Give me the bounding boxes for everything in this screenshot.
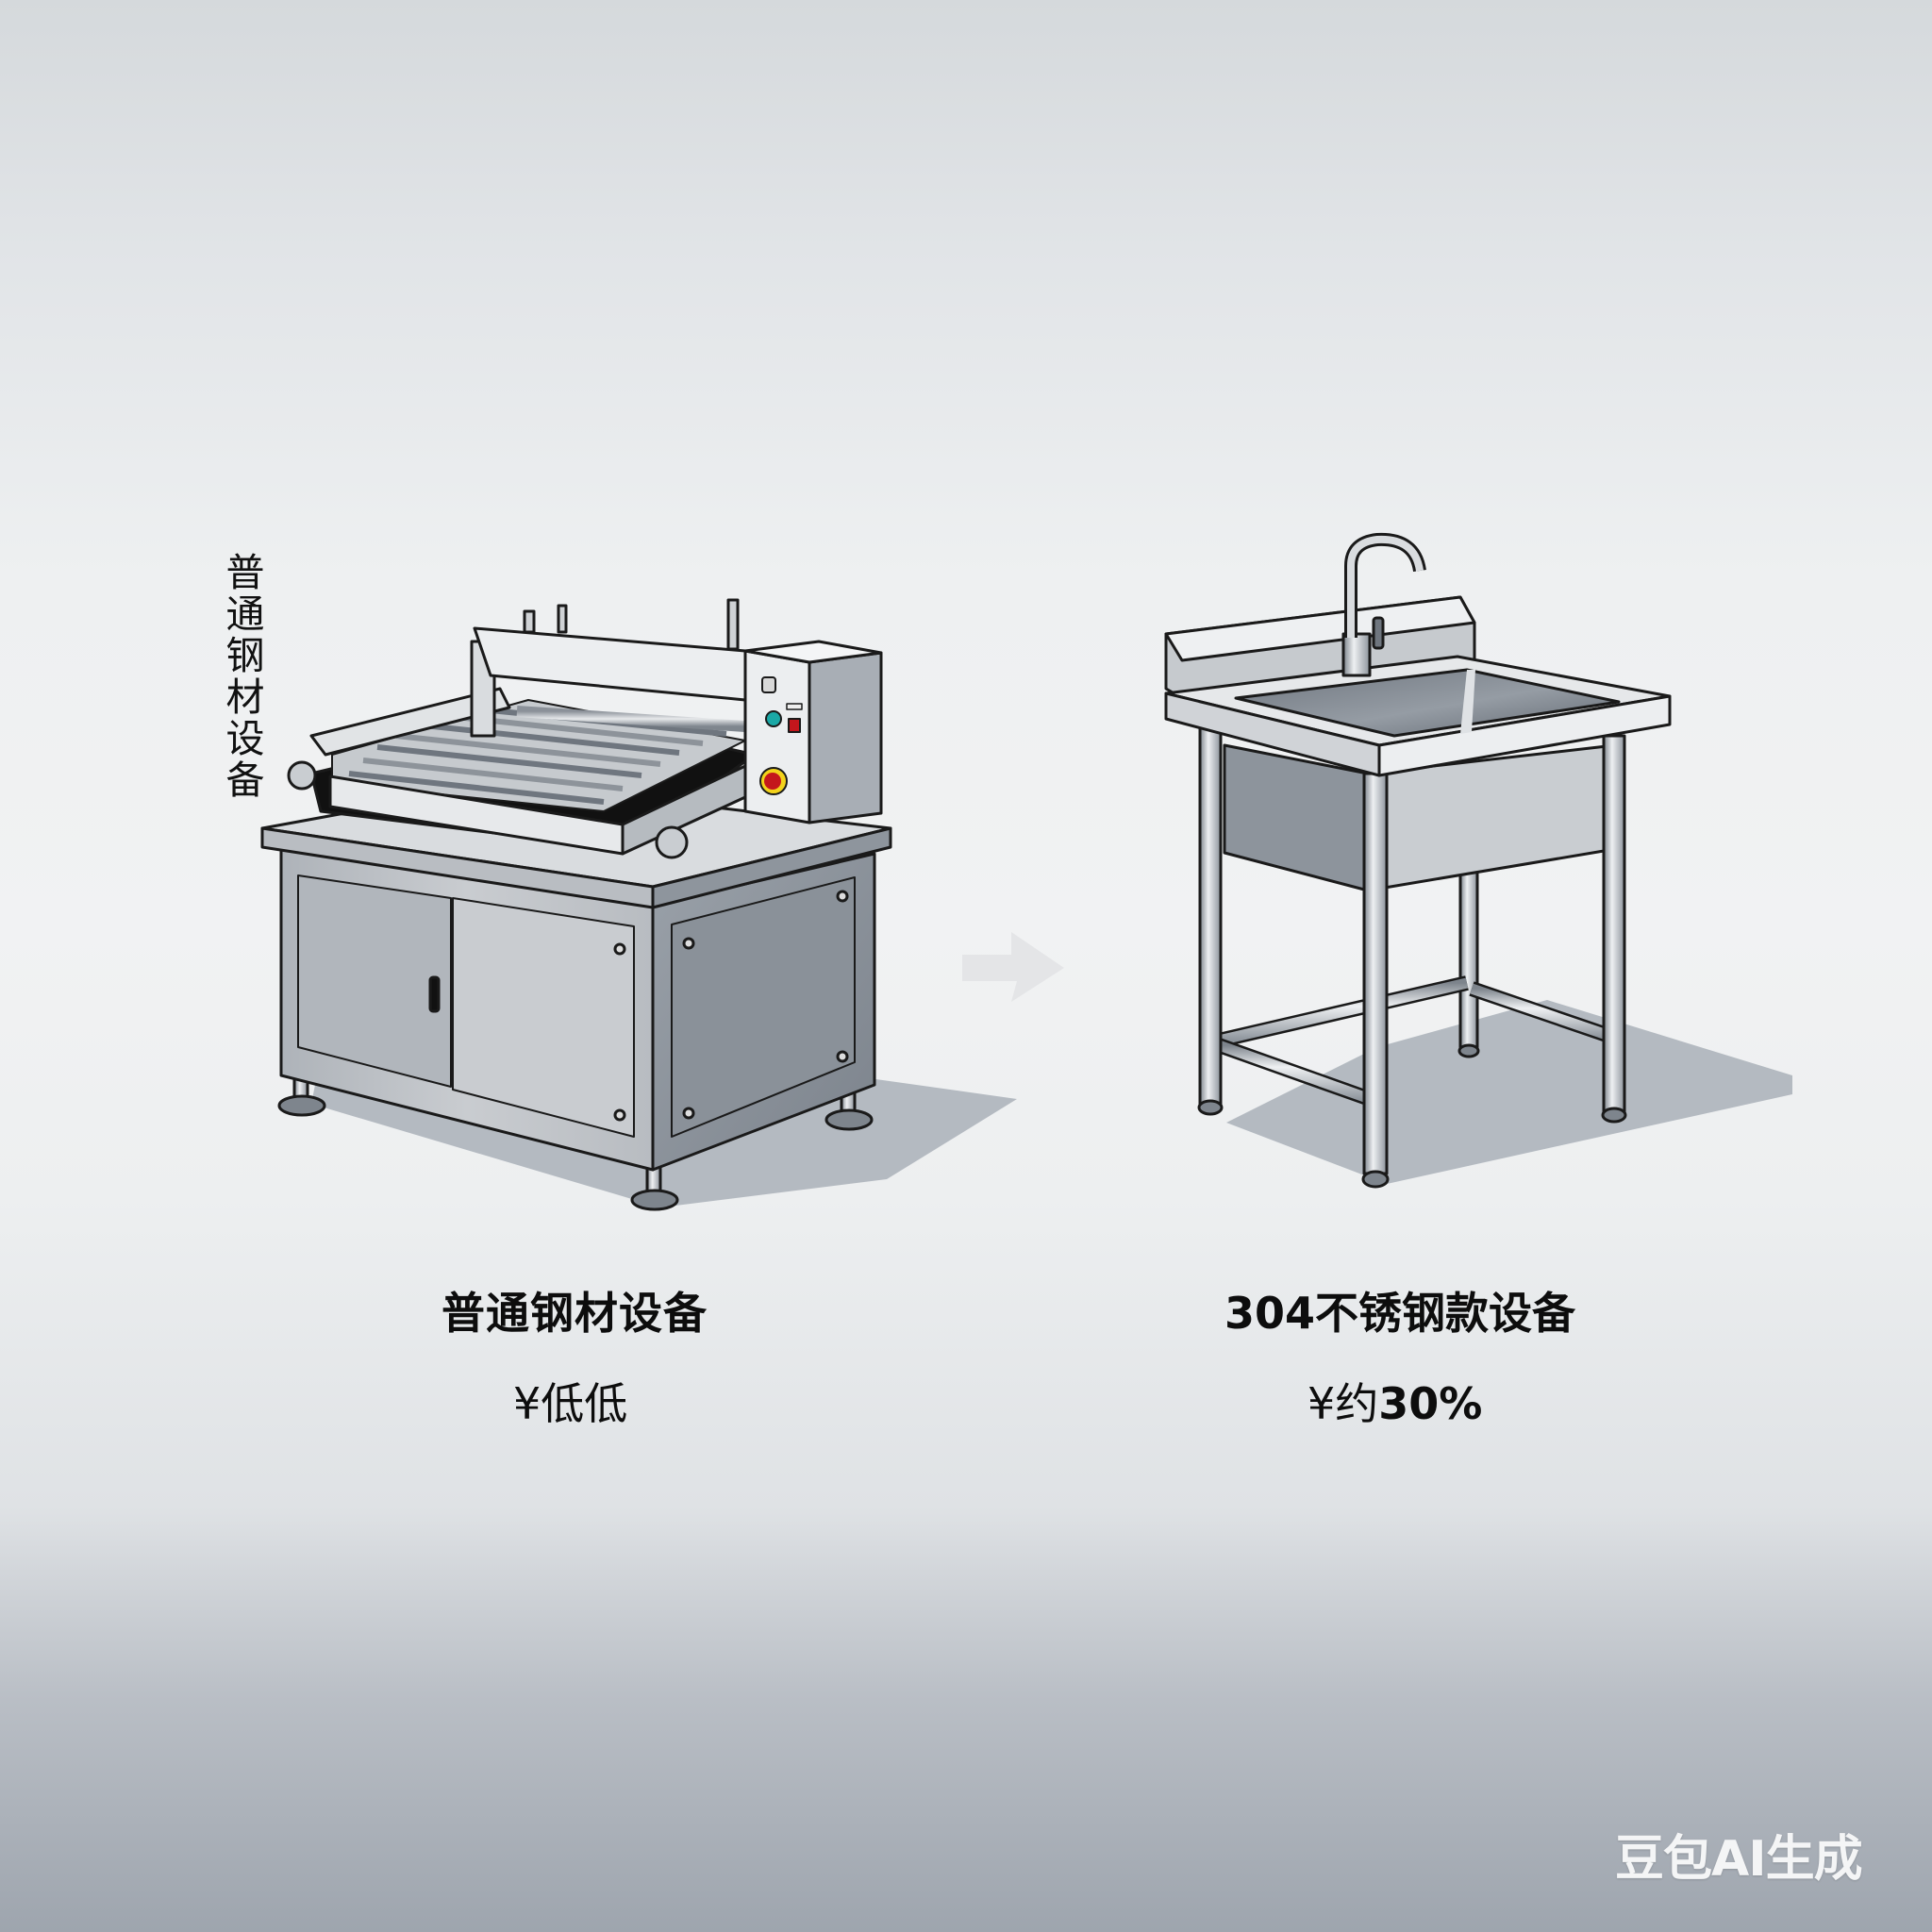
- right-item-title: 304不锈钢款设备: [1224, 1288, 1576, 1339]
- left-item-title: 普通钢材设备: [441, 1288, 708, 1339]
- faucet: [1341, 532, 1426, 677]
- cabinet-handle: [428, 975, 441, 1013]
- conveyor-rollers: [348, 705, 727, 805]
- sink-basin: [1234, 668, 1621, 738]
- control-box-front: [743, 649, 811, 824]
- left-item-price: ¥低低: [513, 1378, 628, 1429]
- control-box-side: [808, 651, 883, 824]
- stainless-sink-illustration: [1164, 532, 1792, 1189]
- vertical-side-label: 普通钢材设备: [225, 550, 265, 803]
- ai-generated-watermark: 豆包AI生成: [1615, 1831, 1863, 1888]
- steel-machine-illustration: [260, 598, 1017, 1211]
- left-rail: [309, 687, 511, 757]
- price-prefix: ¥约: [1307, 1378, 1379, 1429]
- gantry-beam: [473, 626, 747, 702]
- stop-button: [788, 718, 801, 733]
- price-value: 30%: [1378, 1378, 1483, 1429]
- arrow-right-icon: [962, 932, 1064, 1002]
- sink-shadow: [1226, 1000, 1792, 1184]
- start-button: [765, 710, 782, 727]
- right-item-price: ¥约30%: [1307, 1370, 1482, 1432]
